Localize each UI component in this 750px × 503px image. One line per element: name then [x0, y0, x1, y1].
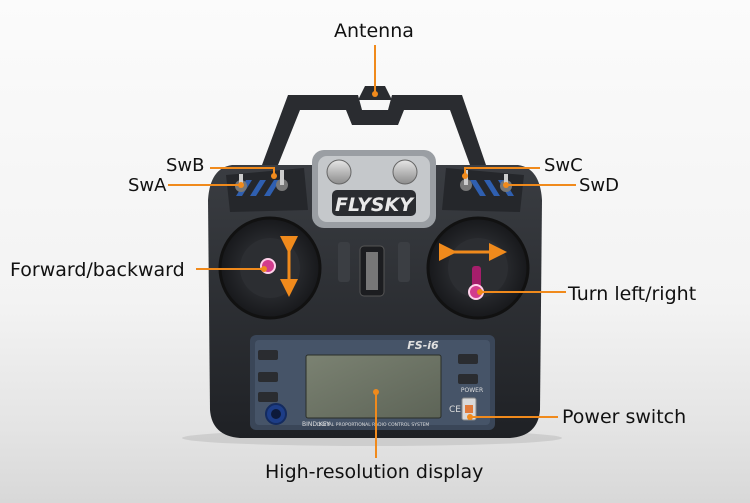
forward-backward-label: Forward/backward [10, 259, 185, 281]
center-trim-right [398, 242, 410, 282]
antenna-label: Antenna [334, 20, 414, 42]
right-button-2 [458, 374, 478, 384]
left-button-1 [258, 350, 278, 360]
left-button-3 [258, 392, 278, 402]
lcd-screen [305, 354, 442, 419]
switch-b [276, 170, 288, 191]
model-label: FS-i6 [407, 339, 439, 352]
swc-label: SwC [544, 155, 583, 176]
right-knob [392, 159, 418, 185]
right-button-1 [458, 354, 478, 364]
right-switch-panel [442, 168, 524, 212]
bind-key-text: BIND KEY [302, 421, 331, 428]
display-label: High-resolution display [265, 461, 484, 483]
brand-logo: FLYSKY [335, 194, 415, 216]
panel-caption: DIGITAL PROPORTIONAL RADIO CONTROL SYSTE… [317, 422, 430, 428]
left-switch-panel [226, 168, 308, 212]
left-knob [326, 159, 352, 185]
power-text: POWER [461, 387, 483, 394]
turn-label: Turn left/right [568, 283, 697, 305]
left-button-2 [258, 372, 278, 382]
swb-label: SwB [166, 155, 205, 176]
power-switch-label: Power switch [562, 406, 687, 428]
ce-mark: CE [449, 405, 461, 415]
swd-label: SwD [579, 175, 620, 196]
center-trim-left [338, 242, 350, 282]
swa-label: SwA [128, 175, 167, 196]
carry-handle [262, 95, 486, 165]
